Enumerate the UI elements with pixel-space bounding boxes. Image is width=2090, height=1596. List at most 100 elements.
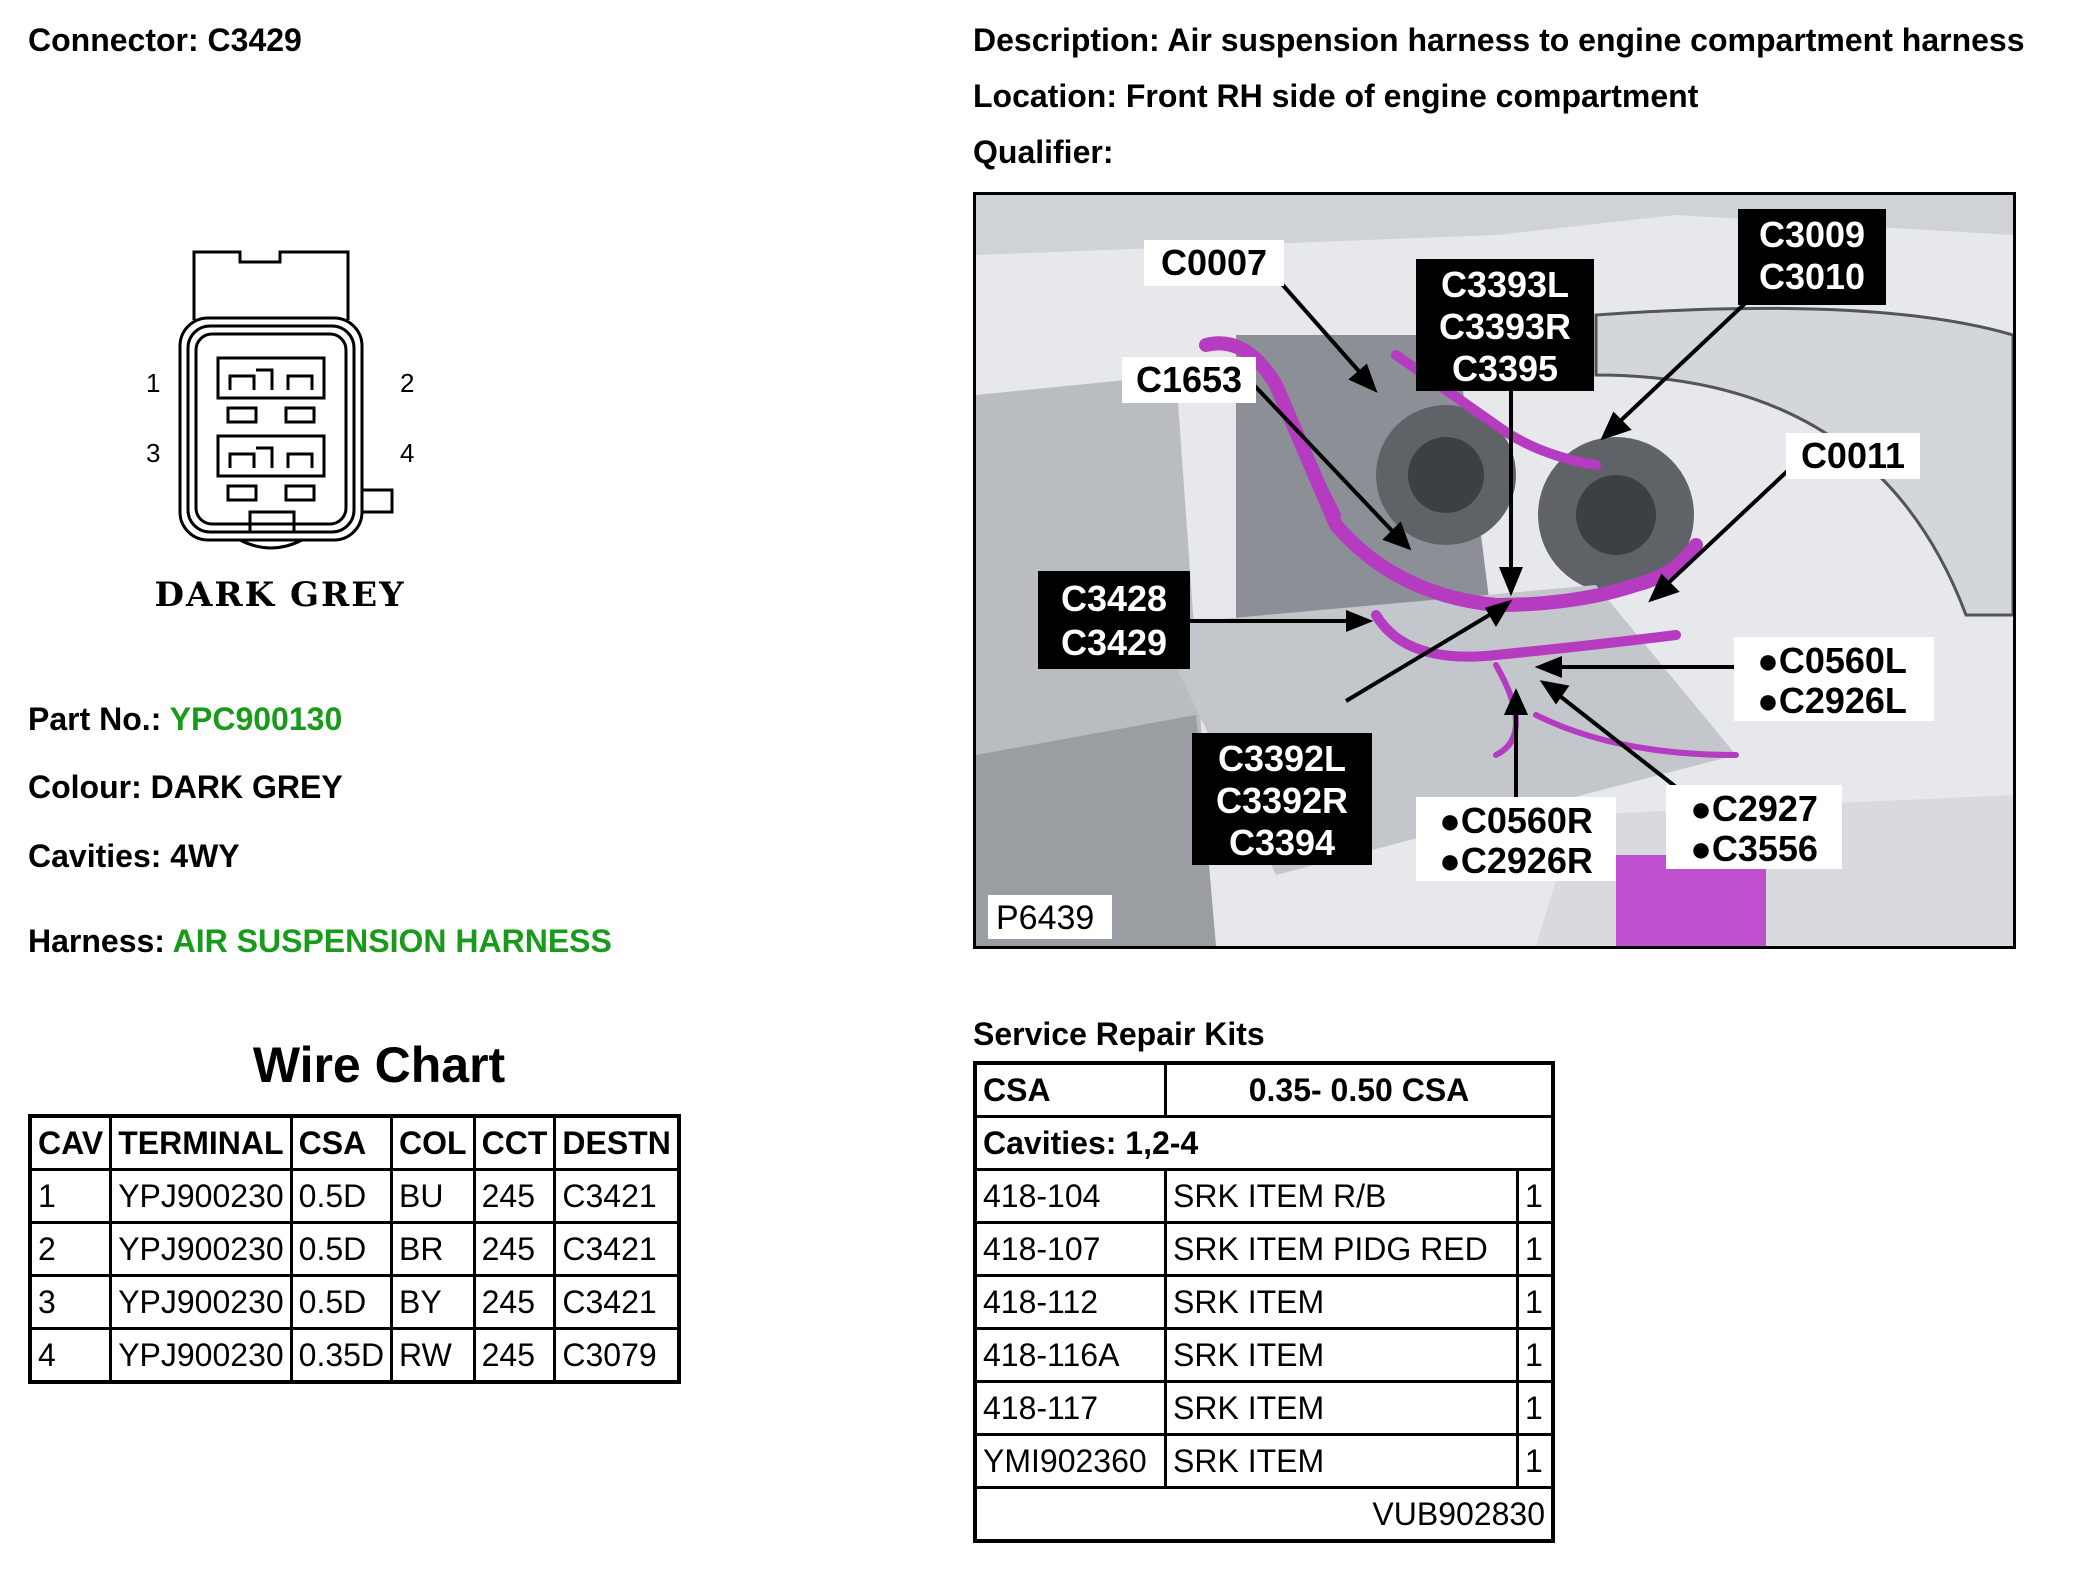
cell-cct: 245 <box>472 1327 557 1384</box>
svg-text:C0007: C0007 <box>1161 242 1267 283</box>
header-col: COL <box>390 1114 476 1171</box>
photo-reference: P6439 <box>988 895 1112 939</box>
kit-quantity: 1 <box>1516 1221 1555 1277</box>
cell-terminal: YPJ900230 <box>109 1327 293 1384</box>
table-row: YMI902360 SRK ITEM 1 <box>973 1433 1555 1489</box>
cell-cct: 245 <box>472 1221 557 1277</box>
cell-cct: 245 <box>472 1168 557 1224</box>
pin-label-1: 1 <box>146 368 160 398</box>
pin-label-3: 3 <box>146 438 160 468</box>
cell-terminal: YPJ900230 <box>109 1221 293 1277</box>
colour-label: Colour: DARK GREY <box>28 769 343 805</box>
wire-chart-header-row: CAV TERMINAL CSA COL CCT DESTN <box>28 1114 681 1171</box>
kit-description: SRK ITEM R/B <box>1164 1168 1519 1224</box>
cell-cav: 1 <box>28 1168 113 1224</box>
connector-face-diagram: 1 2 3 4 DARK GREY <box>146 250 414 615</box>
connector-label: Connector: C3429 <box>28 22 302 58</box>
svg-text:C3392L: C3392L <box>1218 738 1346 779</box>
kit-quantity: 1 <box>1516 1274 1555 1330</box>
part-number-row: Part No.: YPC900130 <box>28 701 342 738</box>
table-row: 418-116A SRK ITEM 1 <box>973 1327 1555 1383</box>
harness-row: Harness: AIR SUSPENSION HARNESS <box>28 923 612 960</box>
table-row: 418-104 SRK ITEM R/B 1 <box>973 1168 1555 1224</box>
svg-text:●C2926R: ●C2926R <box>1439 840 1593 881</box>
table-row: 418-117 SRK ITEM 1 <box>973 1380 1555 1436</box>
kit-part-number: YMI902360 <box>973 1433 1167 1489</box>
svg-text:C3009: C3009 <box>1759 214 1865 255</box>
pin-label-4: 4 <box>400 438 414 468</box>
wire-chart-table: CAV TERMINAL CSA COL CCT DESTN 1 YPJ9002… <box>28 1114 681 1384</box>
kit-part-number: 418-116A <box>973 1327 1167 1383</box>
service-repair-kits-title: Service Repair Kits <box>973 1016 1265 1052</box>
cell-col: RW <box>390 1327 476 1384</box>
cell-csa: 0.5D <box>289 1168 394 1224</box>
kit-description: SRK ITEM PIDG RED <box>1164 1221 1519 1277</box>
callout-c0560r-group: ●C0560R ●C2926R <box>1416 797 1616 881</box>
header-cct: CCT <box>472 1114 557 1171</box>
kits-csa-row: CSA 0.35- 0.50 CSA <box>973 1061 1555 1118</box>
kit-description: SRK ITEM <box>1164 1380 1519 1436</box>
header-terminal: TERMINAL <box>109 1114 293 1171</box>
header-destn: DESTN <box>553 1114 681 1171</box>
cell-cav: 3 <box>28 1274 113 1330</box>
svg-text:C3392R: C3392R <box>1216 780 1348 821</box>
location-label: Location: Front RH side of engine compar… <box>973 78 1699 114</box>
callout-c3009-group: C3009 C3010 <box>1738 209 1886 305</box>
callout-c3428-group: C3428 C3429 <box>1038 571 1190 669</box>
header-cav: CAV <box>28 1114 113 1171</box>
callout-c3393-group: C3393L C3393R C3395 <box>1416 259 1594 391</box>
part-number-value: YPC900130 <box>169 701 343 737</box>
cell-terminal: YPJ900230 <box>109 1274 293 1330</box>
kit-part-number: 418-104 <box>973 1168 1167 1224</box>
header-csa: CSA <box>289 1114 394 1171</box>
svg-text:●C2926L: ●C2926L <box>1757 680 1907 721</box>
table-row: 1 YPJ900230 0.5D BU 245 C3421 <box>28 1168 681 1224</box>
cell-cct: 245 <box>472 1274 557 1330</box>
svg-text:●C2927: ●C2927 <box>1690 788 1818 829</box>
callout-c0007: C0007 <box>1144 240 1284 286</box>
harness-label: Harness: <box>28 923 165 959</box>
svg-text:C1653: C1653 <box>1136 359 1242 400</box>
svg-text:P6439: P6439 <box>996 899 1094 937</box>
pin-label-2: 2 <box>400 368 414 398</box>
kits-cavities-row: Cavities: 1,2-4 <box>973 1115 1555 1171</box>
table-row: 4 YPJ900230 0.35D RW 245 C3079 <box>28 1327 681 1384</box>
cell-col: BR <box>390 1221 476 1277</box>
cell-destn: C3079 <box>553 1327 681 1384</box>
cell-col: BY <box>390 1274 476 1330</box>
callout-c0011: C0011 <box>1786 433 1920 479</box>
svg-text:C3393L: C3393L <box>1441 264 1569 305</box>
table-row: 3 YPJ900230 0.5D BY 245 C3421 <box>28 1274 681 1330</box>
csa-label: CSA <box>973 1061 1167 1118</box>
svg-text:C0011: C0011 <box>1801 435 1905 476</box>
kit-part-number: 418-112 <box>973 1274 1167 1330</box>
connector-colour-caption: DARK GREY <box>155 575 406 615</box>
cavities-label: Cavities: 4WY <box>28 838 240 874</box>
table-row: 418-107 SRK ITEM PIDG RED 1 <box>973 1221 1555 1277</box>
kit-description: SRK ITEM <box>1164 1274 1519 1330</box>
table-row: 2 YPJ900230 0.5D BR 245 C3421 <box>28 1221 681 1277</box>
cell-csa: 0.35D <box>289 1327 394 1384</box>
kit-quantity: 1 <box>1516 1380 1555 1436</box>
harness-value: AIR SUSPENSION HARNESS <box>172 923 612 959</box>
csa-value: 0.35- 0.50 CSA <box>1164 1061 1555 1118</box>
cell-cav: 2 <box>28 1221 113 1277</box>
kit-quantity: 1 <box>1516 1433 1555 1489</box>
kit-code: VUB902830 <box>973 1486 1555 1543</box>
kit-description: SRK ITEM <box>1164 1433 1519 1489</box>
svg-text:C3394: C3394 <box>1229 822 1335 863</box>
svg-text:C3010: C3010 <box>1759 256 1865 297</box>
svg-text:C3393R: C3393R <box>1439 306 1571 347</box>
kit-part-number: 418-107 <box>973 1221 1167 1277</box>
cell-destn: C3421 <box>553 1221 681 1277</box>
svg-text:C3395: C3395 <box>1452 348 1558 389</box>
cell-destn: C3421 <box>553 1274 681 1330</box>
cell-csa: 0.5D <box>289 1274 394 1330</box>
svg-text:●C3556: ●C3556 <box>1690 828 1818 869</box>
qualifier-label: Qualifier: <box>973 134 1114 170</box>
cell-destn: C3421 <box>553 1168 681 1224</box>
location-photo: C0007 C3393L C3393R C3395 C3009 C3010 C1… <box>973 192 2016 949</box>
service-repair-kits-table: CSA 0.35- 0.50 CSA Cavities: 1,2-4 418-1… <box>973 1061 1555 1543</box>
description-label: Description: Air suspension harness to e… <box>973 22 2025 58</box>
kit-quantity: 1 <box>1516 1168 1555 1224</box>
